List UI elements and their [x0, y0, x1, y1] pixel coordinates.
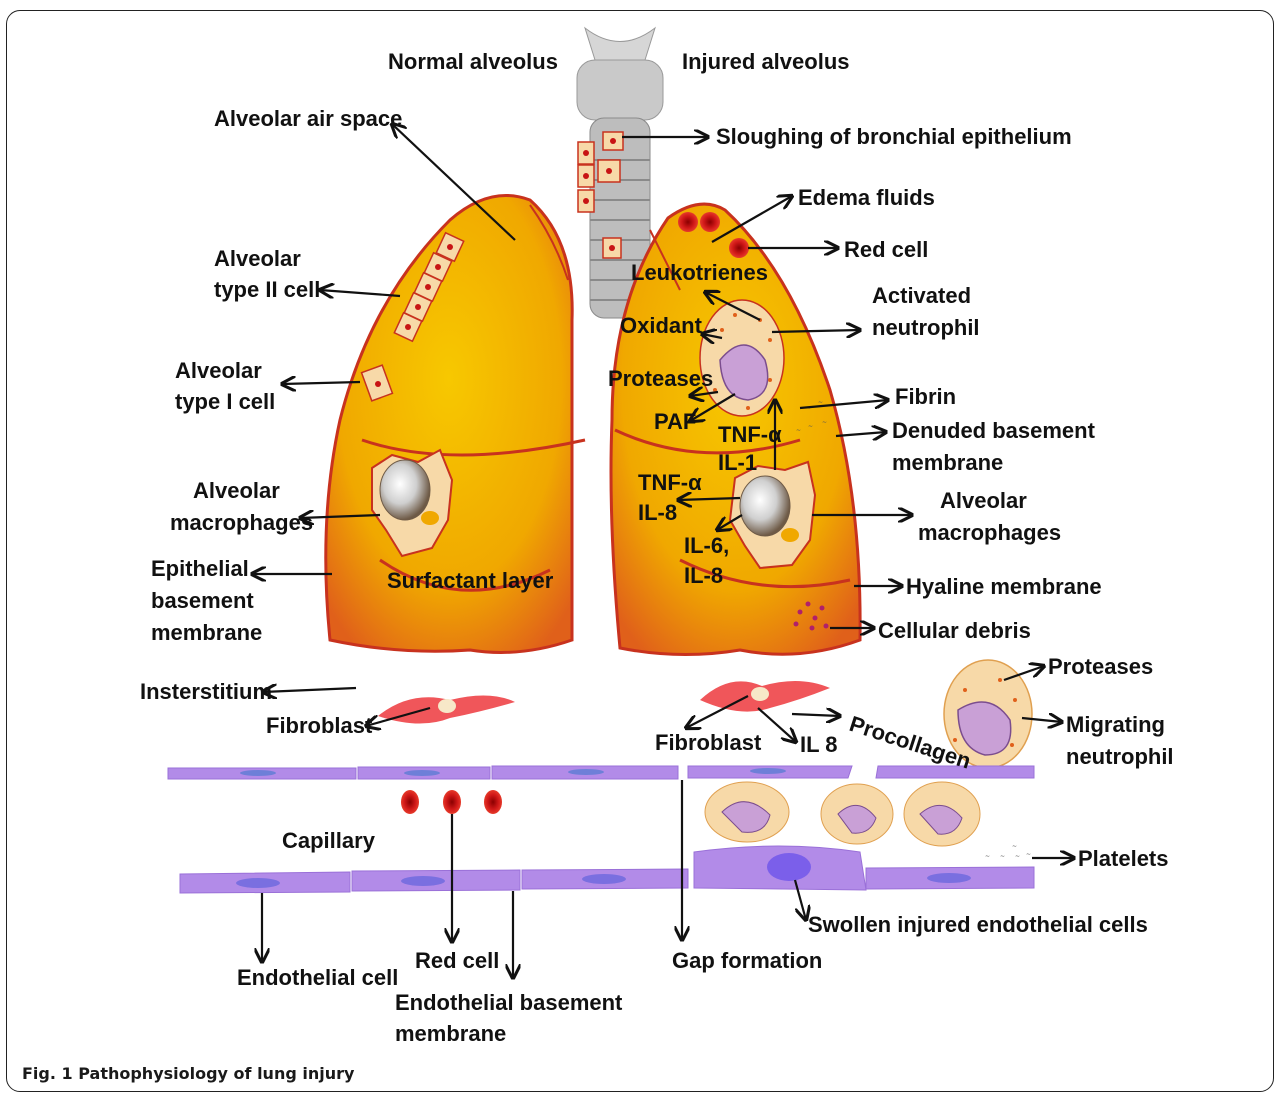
capillary-red-cells	[401, 790, 502, 814]
label-surfactant: Surfactant layer	[387, 568, 554, 593]
label-fibrin: Fibrin	[895, 384, 956, 409]
label-proteases-2: Proteases	[1048, 654, 1153, 679]
label-endothelial-cell: Endothelial cell	[237, 965, 398, 990]
label-endo-bm-line2: membrane	[395, 1021, 506, 1046]
svg-text:~: ~	[1012, 843, 1017, 850]
svg-text:~: ~	[1015, 853, 1020, 860]
label-right-macro-line1: Alveolar	[940, 488, 1027, 513]
capillary-neutrophils	[705, 782, 980, 846]
label-gap-formation: Gap formation	[672, 948, 822, 973]
fibroblast-right	[700, 681, 830, 712]
activated-neutrophil	[700, 300, 784, 416]
swollen-nucleus	[767, 853, 811, 881]
label-type1-line1: Alveolar	[175, 358, 262, 383]
label-tnf-a-1: TNF-α	[718, 422, 782, 447]
label-migrating-line1: Migrating	[1066, 712, 1165, 737]
label-sloughing: Sloughing of bronchial epithelium	[716, 124, 1072, 149]
label-red-cell-left: Red cell	[415, 948, 499, 973]
label-activated-line1: Activated	[872, 283, 971, 308]
label-paf: PAF	[654, 409, 696, 434]
label-il-1: IL-1	[718, 450, 757, 475]
fibroblast-left	[378, 695, 515, 723]
label-proteases: Proteases	[608, 366, 713, 391]
label-epi-line1: Epithelial	[151, 556, 249, 581]
label-edema: Edema fluids	[798, 185, 935, 210]
label-left-macro-line2: macrophages	[170, 510, 313, 535]
svg-text:~: ~	[1026, 851, 1031, 858]
label-epi-line3: membrane	[151, 620, 262, 645]
label-oxidant: Oxidant	[620, 313, 703, 338]
label-alveolar-air-space: Alveolar air space	[214, 106, 402, 131]
svg-text:~: ~	[822, 419, 827, 426]
label-il-6: IL-6,	[684, 533, 729, 558]
label-leukotrienes: Leukotrienes	[631, 260, 768, 285]
label-epi-line2: basement	[151, 588, 254, 613]
label-type1-line2: type I cell	[175, 389, 275, 414]
label-fibroblast-right: Fibroblast	[655, 730, 762, 755]
label-interstitium: Insterstitium	[140, 679, 272, 704]
label-activated-line2: neutrophil	[872, 315, 980, 340]
label-hyaline: Hyaline membrane	[906, 574, 1102, 599]
svg-text:~: ~	[796, 427, 801, 434]
label-red-cell-right: Red cell	[844, 237, 928, 262]
label-left-macro-line1: Alveolar	[193, 478, 280, 503]
label-right-macro-line2: macrophages	[918, 520, 1061, 545]
svg-text:~: ~	[985, 853, 990, 860]
label-denuded-line1: Denuded basement	[892, 418, 1096, 443]
figure-caption: Fig. 1 Pathophysiology of lung injury	[22, 1064, 354, 1083]
label-migrating-line2: neutrophil	[1066, 744, 1174, 769]
label-il8: IL 8	[800, 732, 838, 757]
label-type2-line1: Alveolar	[214, 246, 301, 271]
label-swollen: Swollen injured endothelial cells	[808, 912, 1148, 937]
normal-alveolus-title: Normal alveolus	[388, 49, 558, 74]
label-platelets: Platelets	[1078, 846, 1169, 871]
lower-membrane	[180, 846, 1034, 893]
injured-alveolus-title: Injured alveolus	[682, 49, 850, 74]
label-endo-bm-line1: Endothelial basement	[395, 990, 623, 1015]
label-debris: Cellular debris	[878, 618, 1031, 643]
svg-text:~: ~	[808, 423, 813, 430]
label-fibroblast-left: Fibroblast	[266, 713, 373, 738]
label-denuded-line2: membrane	[892, 450, 1003, 475]
label-il-8b: IL-8	[684, 563, 723, 588]
svg-text:~: ~	[1000, 853, 1005, 860]
label-capillary: Capillary	[282, 828, 376, 853]
label-il-8a: IL-8	[638, 500, 677, 525]
label-tnf-a-2: TNF-α	[638, 470, 702, 495]
label-type2-line2: type II cell	[214, 277, 320, 302]
platelets: ~ ~ ~ ~ ~	[985, 843, 1031, 860]
